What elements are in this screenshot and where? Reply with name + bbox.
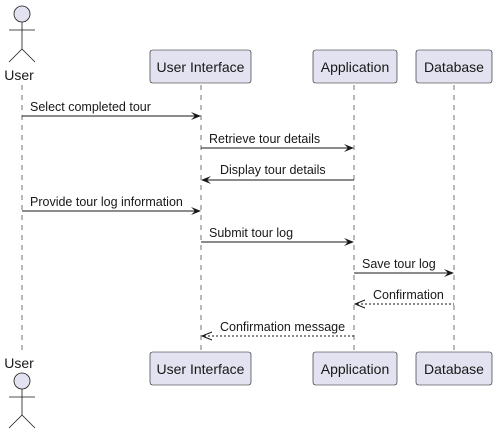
- participant-database-bottom: Database: [415, 351, 493, 386]
- participant-user-interface-top-label: User Interface: [157, 59, 245, 75]
- message-6-arrowhead: [444, 269, 454, 277]
- participant-application-bottom: Application: [312, 351, 398, 386]
- message-7-label: Confirmation: [373, 288, 444, 302]
- participant-user-interface-bottom: User Interface: [149, 351, 252, 386]
- actor-user-top-label: User: [4, 67, 34, 83]
- participant-application-top-label: Application: [321, 59, 390, 75]
- message-8-arrowhead: [200, 331, 213, 341]
- participant-application-top: Application: [312, 49, 398, 84]
- message-3-label: Display tour details: [220, 163, 326, 177]
- participant-database-bottom-label: Database: [424, 361, 484, 377]
- message-1-label: Select completed tour: [30, 100, 151, 114]
- actor-user-bottom: [8, 372, 36, 429]
- message-4-label: Provide tour log information: [30, 195, 183, 209]
- actor-user-top: [8, 5, 36, 63]
- actor-user-bottom-label: User: [4, 355, 34, 371]
- message-1-arrowhead: [191, 112, 201, 120]
- message-2-arrowhead: [344, 144, 354, 152]
- message-5-arrowhead: [344, 238, 354, 246]
- message-4-arrowhead: [191, 207, 201, 215]
- message-2-label: Retrieve tour details: [209, 132, 320, 146]
- participant-database-top-label: Database: [424, 59, 484, 75]
- participant-user-interface-top: User Interface: [149, 49, 252, 84]
- message-3-arrowhead: [201, 176, 211, 184]
- message-6-label: Save tour log: [362, 257, 436, 271]
- participant-user-interface-bottom-label: User Interface: [157, 361, 245, 377]
- participant-database-top: Database: [415, 49, 493, 84]
- message-7-arrowhead: [353, 299, 366, 309]
- participant-application-bottom-label: Application: [321, 361, 390, 377]
- message-8-label: Confirmation message: [220, 320, 345, 334]
- message-5-label: Submit tour log: [209, 226, 293, 240]
